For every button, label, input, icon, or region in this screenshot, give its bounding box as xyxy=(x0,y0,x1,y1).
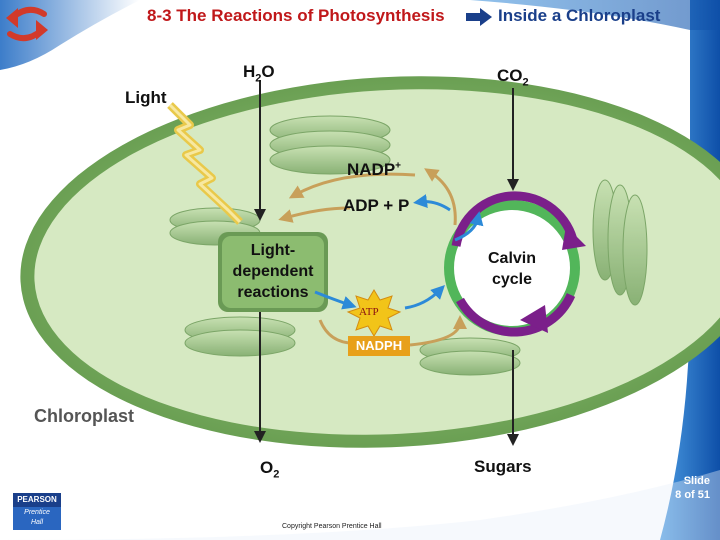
water-label: H2O xyxy=(243,62,275,85)
adp-label: ADP + P xyxy=(343,196,410,215)
section-title: 8-3 The Reactions of Photosynthesis xyxy=(147,6,445,25)
co2-label: CO2 xyxy=(497,66,529,89)
adp-forward-arrow xyxy=(413,194,451,212)
atp-arrow xyxy=(314,290,357,310)
nadp-label: NADP+ xyxy=(347,160,402,179)
nadph-badge xyxy=(348,336,410,356)
adp-return-arrow xyxy=(278,206,351,223)
arrow-right-icon xyxy=(466,8,492,26)
atp-label: ATP xyxy=(359,306,379,318)
light-dependent-block xyxy=(218,232,328,312)
subtopic-title: Inside a Chloroplast xyxy=(498,6,661,25)
copyright-text: Copyright Pearson Prentice Hall xyxy=(282,523,382,530)
pearson-logo-bottom: Prentice Hall xyxy=(13,507,61,530)
navigation-arrows-icon[interactable] xyxy=(4,2,50,46)
calvin-cycle-label: Calvin cycle xyxy=(487,250,536,288)
light-label: Light xyxy=(125,88,167,107)
slide-counter: Slide 8 of 51 xyxy=(675,475,710,501)
nadph-label: NADPH xyxy=(355,338,403,353)
light-dependent-label: Light- dependent reactions xyxy=(232,242,314,301)
chloroplast-label: Chloroplast xyxy=(34,406,135,426)
calvin-cycle-ring xyxy=(444,191,586,337)
sugars-label: Sugars xyxy=(474,457,532,476)
oxygen-label: O2 xyxy=(260,458,280,481)
nadp-return-arrow xyxy=(288,172,416,199)
pearson-logo-top: PEARSON xyxy=(13,493,61,507)
pearson-logo: PEARSON Prentice Hall xyxy=(12,492,62,530)
